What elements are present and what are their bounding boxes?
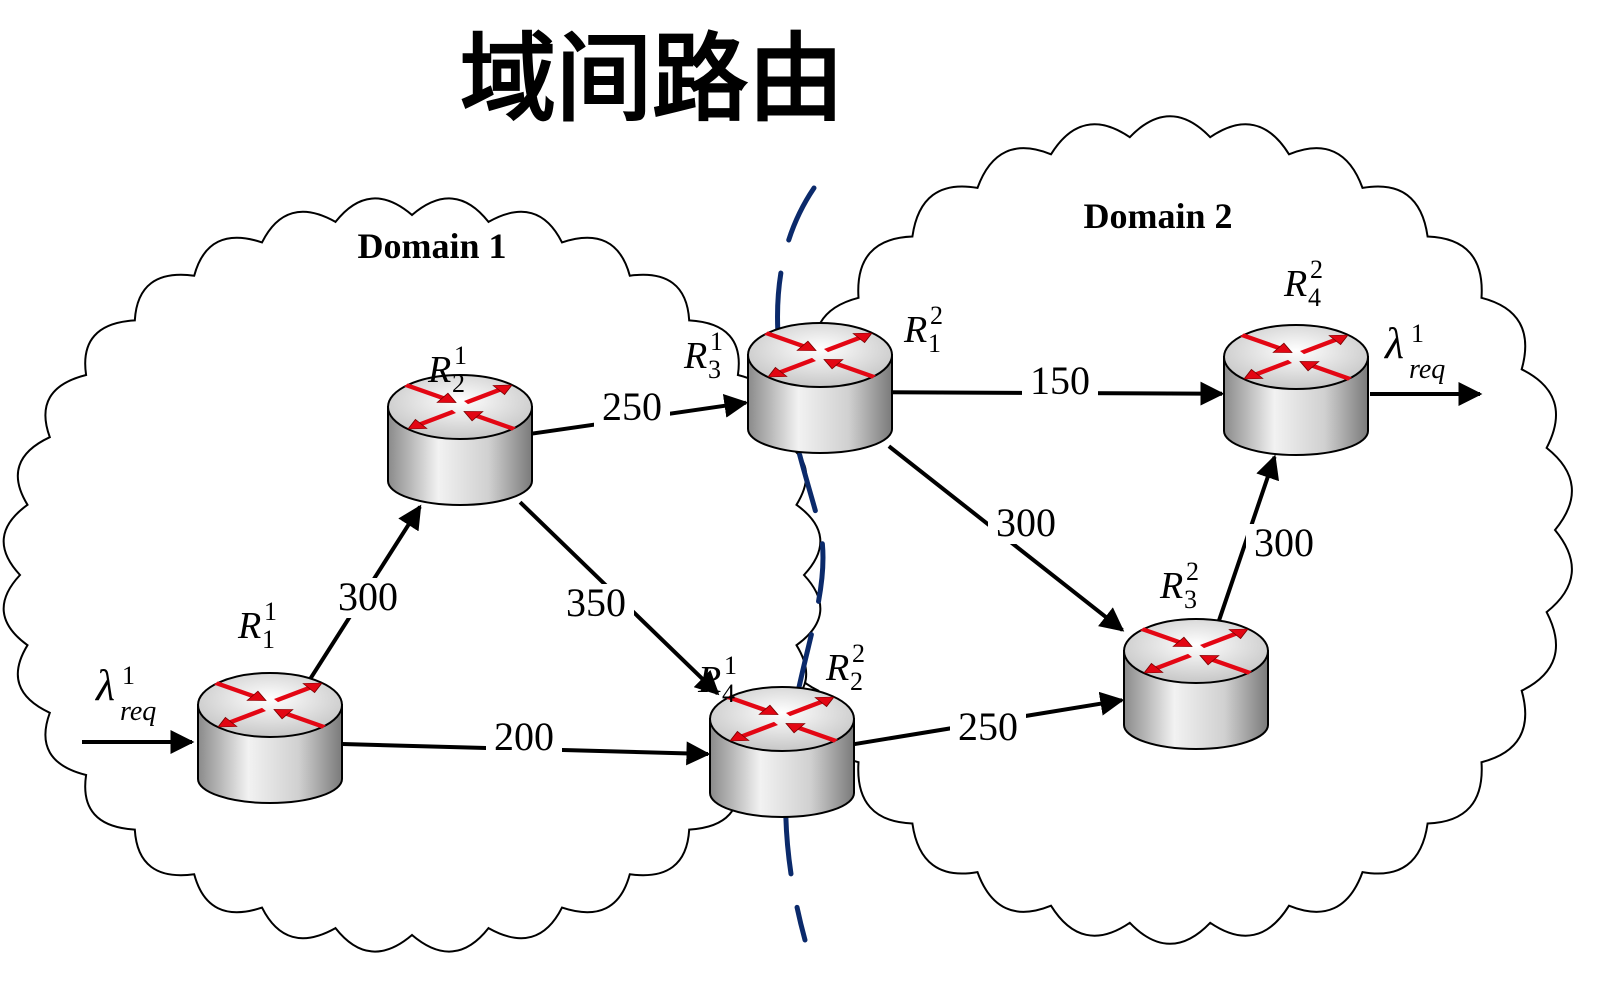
weight-background: [1246, 524, 1322, 564]
lambda-symbol: λ: [94, 661, 115, 710]
router-subscript: 3: [708, 355, 721, 384]
request-in-label: λ req 1: [94, 661, 156, 727]
lambda-symbol: λ: [1383, 319, 1404, 368]
weight-background: [330, 578, 406, 618]
link-weight-label: 300: [996, 500, 1056, 545]
router-name: R: [237, 605, 261, 647]
link-weight-label: 250: [602, 384, 662, 429]
router-name: R: [683, 335, 707, 377]
lambda-superscript: 1: [122, 661, 135, 690]
router-subscript: 1: [928, 329, 941, 358]
router-device: [709, 686, 855, 818]
router-superscript: 1: [264, 597, 277, 626]
router-device: [387, 374, 533, 506]
weight-background: [988, 504, 1064, 544]
router-arrows-icon: [404, 383, 516, 431]
router-superscript: 2: [1186, 557, 1199, 586]
router-subscript: 1: [262, 625, 275, 654]
router-subscript: 4: [1308, 283, 1321, 312]
lambda-subscript: req: [120, 696, 156, 727]
router-subscript: 2: [850, 667, 863, 696]
link-weight-label: 200: [494, 714, 554, 759]
router-device: [747, 322, 893, 454]
domain-1-label: Domain 1: [357, 226, 506, 266]
router-device: [197, 672, 343, 804]
router-superscript: 1: [710, 327, 723, 356]
router-superscript: 1: [724, 651, 737, 680]
routers: [197, 322, 1369, 818]
router-name: R: [903, 309, 927, 351]
link-weight-label: 300: [1254, 520, 1314, 565]
link-weight-label: 350: [566, 580, 626, 625]
router-arrows-icon: [764, 331, 876, 379]
router-name: R: [1283, 263, 1307, 305]
router-name: R: [697, 659, 721, 701]
router-name: R: [1159, 565, 1183, 607]
link-weight-label: 150: [1030, 358, 1090, 403]
router-superscript: 2: [930, 301, 943, 330]
router-name: R: [825, 647, 849, 689]
weight-background: [1022, 362, 1098, 402]
router-arrows-icon: [214, 681, 326, 729]
link-weight-label: 250: [958, 704, 1018, 749]
router-device: [1123, 618, 1269, 750]
link-weight-label: 300: [338, 574, 398, 619]
link-weights: 300 200 250 350 150 300 250 300: [330, 358, 1322, 759]
domain-1-cloud: [2, 197, 822, 953]
domain-2-label: Domain 2: [1083, 196, 1232, 236]
lambda-superscript: 1: [1411, 319, 1424, 348]
weight-background: [950, 708, 1026, 748]
weight-background: [558, 584, 634, 624]
router-superscript: 2: [852, 639, 865, 668]
router-arrows-icon: [1240, 333, 1352, 381]
router-arrows-icon: [1140, 627, 1252, 675]
router-superscript: 2: [1310, 255, 1323, 284]
router-superscript: 1: [454, 341, 467, 370]
router-arrows-icon: [726, 695, 838, 743]
router-subscript: 4: [722, 679, 735, 708]
weight-background: [594, 388, 670, 428]
domain-2-cloud: [767, 115, 1573, 945]
weight-background: [486, 718, 562, 758]
link-r32-r42: [1213, 454, 1280, 632]
diagram-title: 域间路由: [460, 23, 844, 135]
request-out-label: λ req 1: [1383, 319, 1445, 385]
lambda-subscript: req: [1409, 354, 1445, 385]
router-subscript: 2: [452, 369, 465, 398]
router-name: R: [427, 349, 451, 391]
router-device: [1223, 324, 1369, 456]
router-subscript: 3: [1184, 585, 1197, 614]
